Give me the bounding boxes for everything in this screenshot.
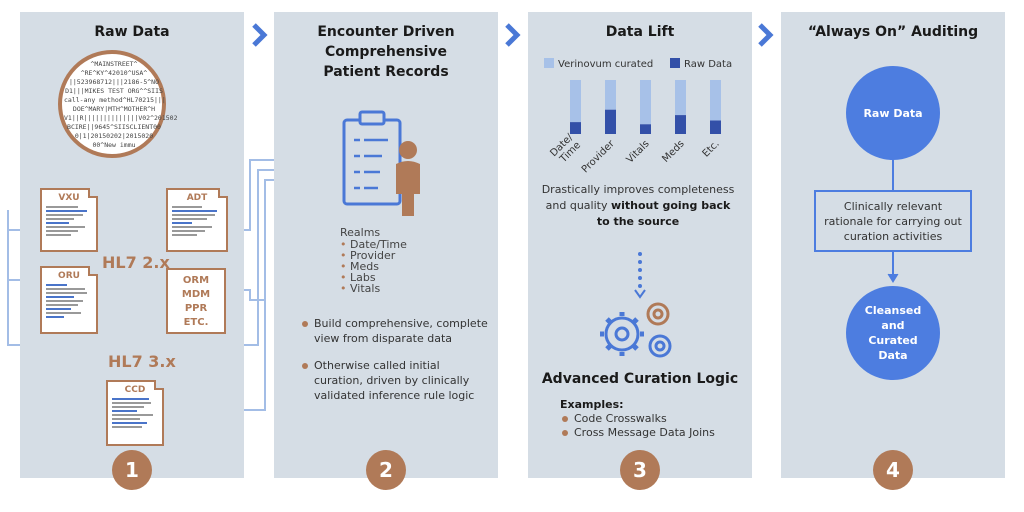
curation-rationale-box: Clinically relevant rationale for carryi… [814,190,972,252]
raw-snippet-line: ^RE^KY^42010^USA^ [80,69,148,77]
data-lift-description: Drastically improves completeness and qu… [540,182,736,230]
advanced-curation-title: Advanced Curation Logic [541,371,739,387]
panel-title: Data Lift [605,24,675,40]
chart-legend: Raw Data [670,58,732,70]
curation-examples: Examples: Code Crosswalks Cross Message … [560,398,715,440]
raw-snippet-line: DOE^MARY|MTH^MOTHER^H [72,105,156,113]
oru-document: ORU [40,266,98,334]
page-fold [154,380,164,390]
panel-title-line-2: Comprehensive [324,44,448,60]
realms-title: Realms [340,226,381,239]
ccd-document: CCD [106,380,164,446]
raw-snippet-line: V1||R||||||||||||||V02^201502 [64,114,178,122]
records-bullets: Build comprehensive, complete view from … [300,316,488,415]
realm-item: Vitals [340,283,407,294]
doc-label-orm: ORM [182,275,210,286]
tick-label: Etc. [701,138,722,159]
doc-label: ORU [58,271,80,281]
example-item: Code Crosswalks [560,412,715,426]
tick-label: Provider [580,138,618,176]
tick-label: Date/Time [548,132,583,167]
page-fold [88,188,98,198]
legend-swatch-raw [670,58,680,68]
doc-label-ppr: PPR [184,303,208,314]
hl7-3x-label: HL7 3.x [108,352,176,371]
adt-document: ADT [166,188,228,252]
legend-label: Verinovum curated [558,59,654,70]
panel-title: “Always On” Auditing [807,24,979,40]
step-number: 3 [620,450,660,490]
realm-item: Date/Time [340,239,407,250]
bar-curated [675,80,686,116]
realm-item: Labs [340,272,407,283]
step-number: 4 [873,450,913,490]
lift-text-plain: Drastically improves completeness and qu… [541,183,735,212]
doc-label: ADT [186,193,208,203]
realms-list: Realms Date/Time Provider Meds Labs Vita… [340,227,407,294]
gears-icon [600,302,672,358]
page-fold [218,188,228,198]
raw-snippet-line: BCIRE||9645^SIISCLIENT00 [67,123,161,131]
step-number: 2 [366,450,406,490]
legend-swatch-curated [544,58,554,68]
panel-title-line-3: Patient Records [323,64,449,80]
panel-title: Raw Data [94,24,170,40]
chevron-right-icon [505,23,521,47]
bar-curated [570,80,581,123]
raw-snippet-line: ||523968712|||2186-5^NO [68,78,159,86]
bar-raw [640,124,651,134]
dotted-arrow-icon [634,252,646,299]
doc-label: VXU [58,193,80,203]
raw-snippet-line: call-any method^HL70215||| [64,96,166,104]
realm-item: Provider [340,250,407,261]
realm-item: Meds [340,261,407,272]
example-item: Cross Message Data Joins [560,426,715,440]
bar-curated [640,80,651,125]
raw-snippet-line: ^MAINSTREET^ [90,60,138,68]
panel-title-line-1: Encounter Driven [317,24,455,40]
step-number: 1 [112,450,152,490]
doc-label: CCD [124,385,146,395]
cleansed-data-circle: Cleansed and Curated Data [846,286,940,380]
chevron-right-icon [758,23,774,47]
raw-data-circle: Raw Data [846,66,940,160]
audit-connector [887,160,899,283]
bar-raw [605,109,616,134]
chart-legend: Verinovum curated [544,58,653,70]
lift-text-bold: without going back to the source [596,199,731,228]
hl7-2x-label: HL7 2.x [102,253,170,272]
tick-label: Meds [660,138,686,164]
doc-label-mdm: MDM [181,289,211,300]
panel-patient-records: Encounter Driven Comprehensive Patient R… [274,12,498,490]
raw-snippet-line: 00^New immu [92,141,136,149]
bar-curated [605,80,616,110]
bar-curated [710,80,721,121]
examples-title: Examples: [560,398,624,411]
clipboard-person-icon [342,110,420,216]
bar-raw [570,122,581,134]
raw-data-snippet: ^MAINSTREET^^RE^KY^42010^USA^||523968712… [58,50,178,158]
vxu-document: VXU [40,188,98,252]
orm-mdm-ppr-document: ORM MDM PPR ETC. [166,268,226,334]
chevron-right-icon [252,23,268,47]
bullet-item: Build comprehensive, complete view from … [300,316,488,346]
tick-label: Vitals [625,138,652,165]
legend-label: Raw Data [684,59,733,70]
bar-raw [675,115,686,134]
doc-label-etc: ETC. [183,317,209,328]
page-fold [88,266,98,276]
raw-snippet-line: 0|1|20150202|2015020 [74,132,154,140]
bullet-item: Otherwise called initial curation, drive… [300,358,488,403]
raw-snippet-line: D1|||MIKES TEST ORG^^SIIS [65,87,163,95]
bar-raw [710,120,721,134]
